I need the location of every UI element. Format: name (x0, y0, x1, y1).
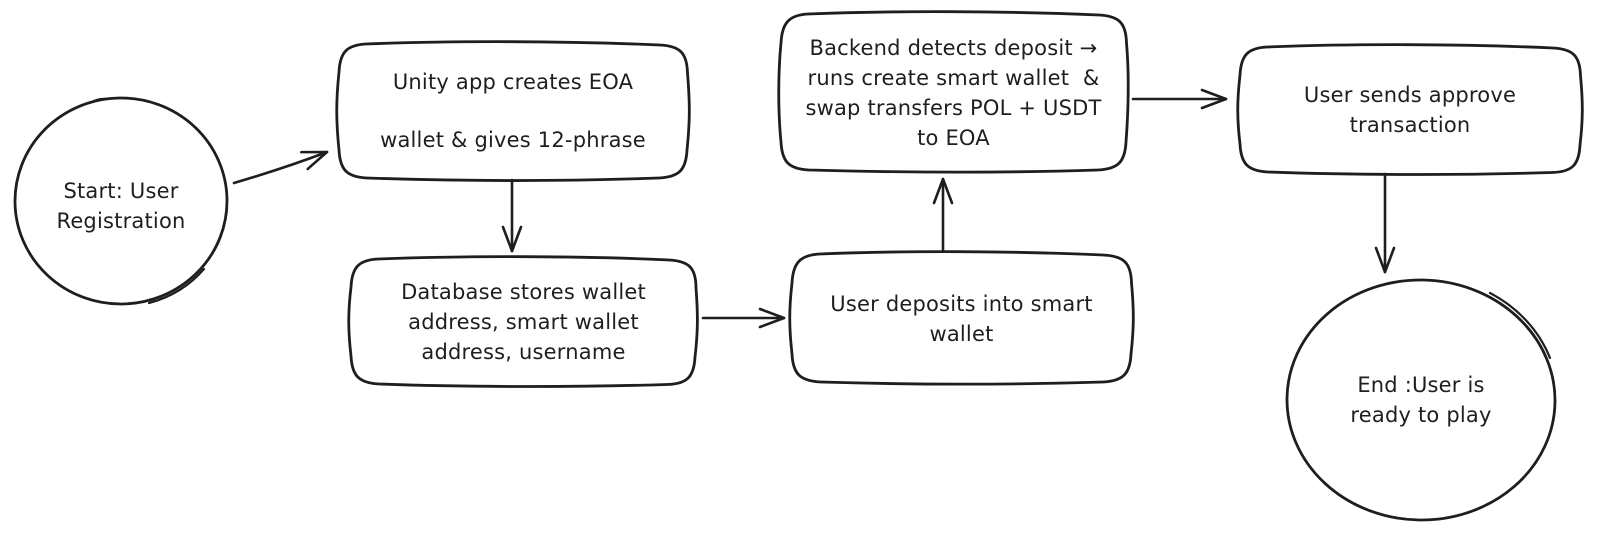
node-shape-unity (335, 40, 691, 182)
node-shape-backend (777, 10, 1130, 174)
node-shape-end (1285, 278, 1557, 522)
node-shape-start (13, 96, 229, 306)
node-shape-database (347, 255, 699, 388)
node-shape-approve (1236, 43, 1584, 176)
node-shape-deposit (788, 250, 1135, 386)
edge-start-to-unity (232, 150, 329, 185)
